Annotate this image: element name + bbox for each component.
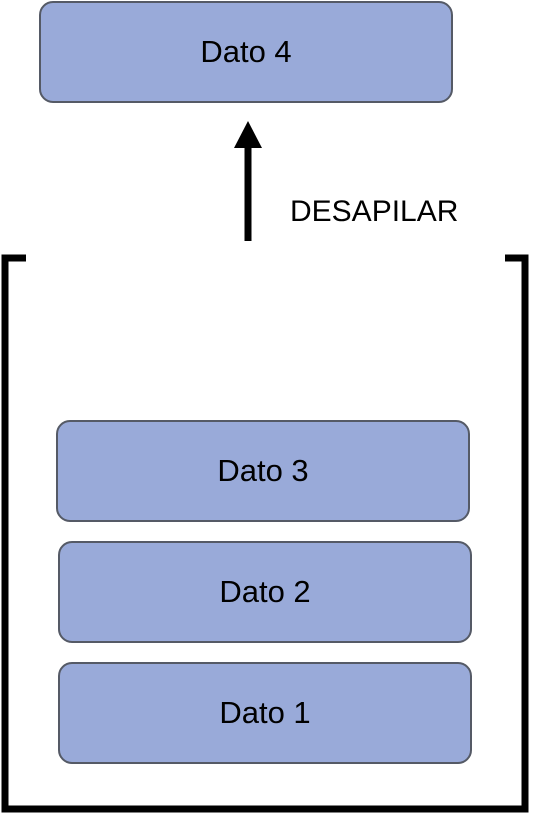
popped-item-dato-4: Dato 4 <box>39 1 453 103</box>
stack-item-dato-2: Dato 2 <box>58 541 472 643</box>
stack-item-dato-3: Dato 3 <box>56 420 470 522</box>
stack-container <box>1 254 529 813</box>
operation-label: DESAPILAR <box>290 195 459 228</box>
arrow-head <box>234 121 262 148</box>
stack-item-dato-1: Dato 1 <box>58 662 472 764</box>
